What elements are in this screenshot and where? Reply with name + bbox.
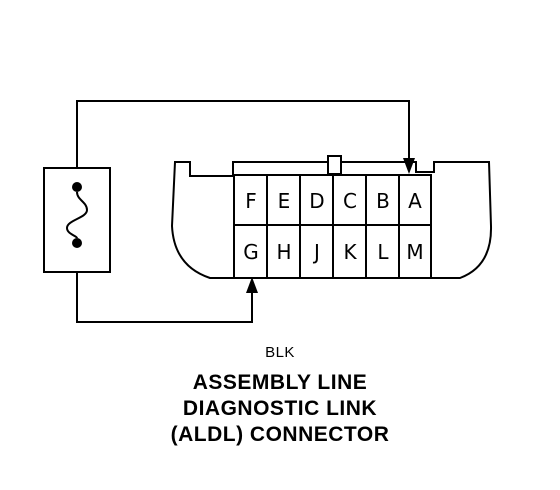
pin-label-bottom: M xyxy=(406,240,423,264)
fuse-terminal-bottom xyxy=(72,238,82,248)
connector-key-tab xyxy=(327,155,342,175)
pin-label-top: E xyxy=(278,189,291,213)
pin-label-bottom: K xyxy=(343,240,357,264)
pin-label-top: C xyxy=(343,189,357,213)
pin-label-top: F xyxy=(245,189,257,213)
pin-label-bottom: G xyxy=(243,240,259,264)
wire-color-label: BLK xyxy=(265,344,295,361)
pin-label-top: B xyxy=(376,189,390,213)
wire-bottom-to-pin-g xyxy=(76,272,253,323)
wire-top-to-pin-a xyxy=(76,100,410,168)
pin-label-top: A xyxy=(408,189,422,213)
connector-housing xyxy=(170,161,493,279)
pin-label-bottom: H xyxy=(276,240,291,264)
pin-label-top: D xyxy=(309,189,324,213)
connector-title-line-3: (ALDL) CONNECTOR xyxy=(170,423,390,446)
pin-label-bottom: J xyxy=(312,240,320,264)
arrow-down-icon xyxy=(403,158,415,174)
fuse-element-icon xyxy=(65,191,89,239)
pin-label-bottom: L xyxy=(377,240,389,264)
connector-title-line-2: DIAGNOSTIC LINK xyxy=(182,397,378,420)
arrow-up-icon xyxy=(246,277,258,293)
fuse-terminal-top xyxy=(72,182,82,192)
connector-title-line-1: ASSEMBLY LINE xyxy=(192,371,368,394)
